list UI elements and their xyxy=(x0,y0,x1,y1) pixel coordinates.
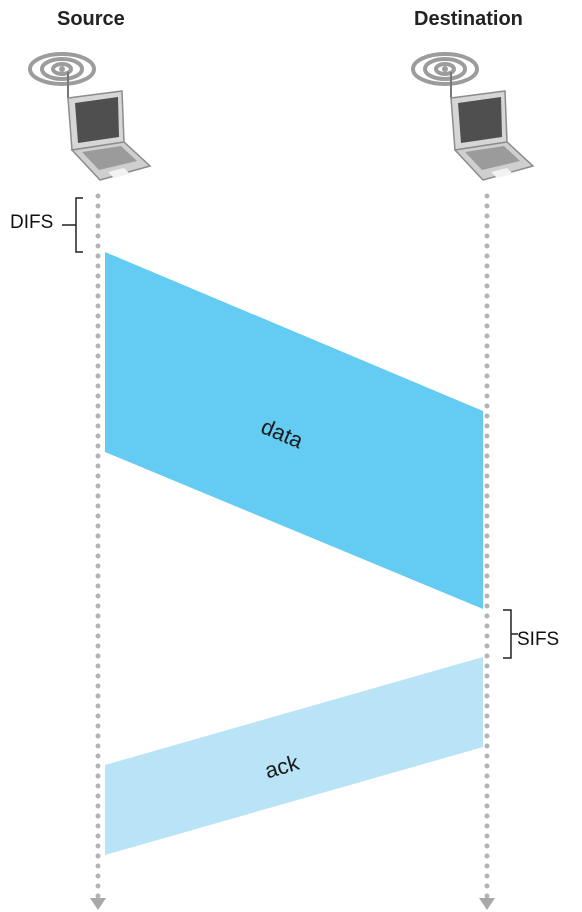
difs-label: DIFS xyxy=(10,212,54,233)
sifs-label: SIFS xyxy=(517,629,560,650)
ack-frame xyxy=(105,657,483,855)
destination-time-arrow xyxy=(479,898,495,910)
source-time-arrow xyxy=(90,898,106,910)
data-frame xyxy=(105,252,483,609)
source-laptop-icon xyxy=(28,52,152,181)
difs-bracket xyxy=(62,197,83,253)
destination-title: Destination xyxy=(414,8,523,30)
destination-laptop-icon xyxy=(411,52,535,181)
source-title: Source xyxy=(57,8,125,30)
sifs-bracket xyxy=(503,609,518,659)
